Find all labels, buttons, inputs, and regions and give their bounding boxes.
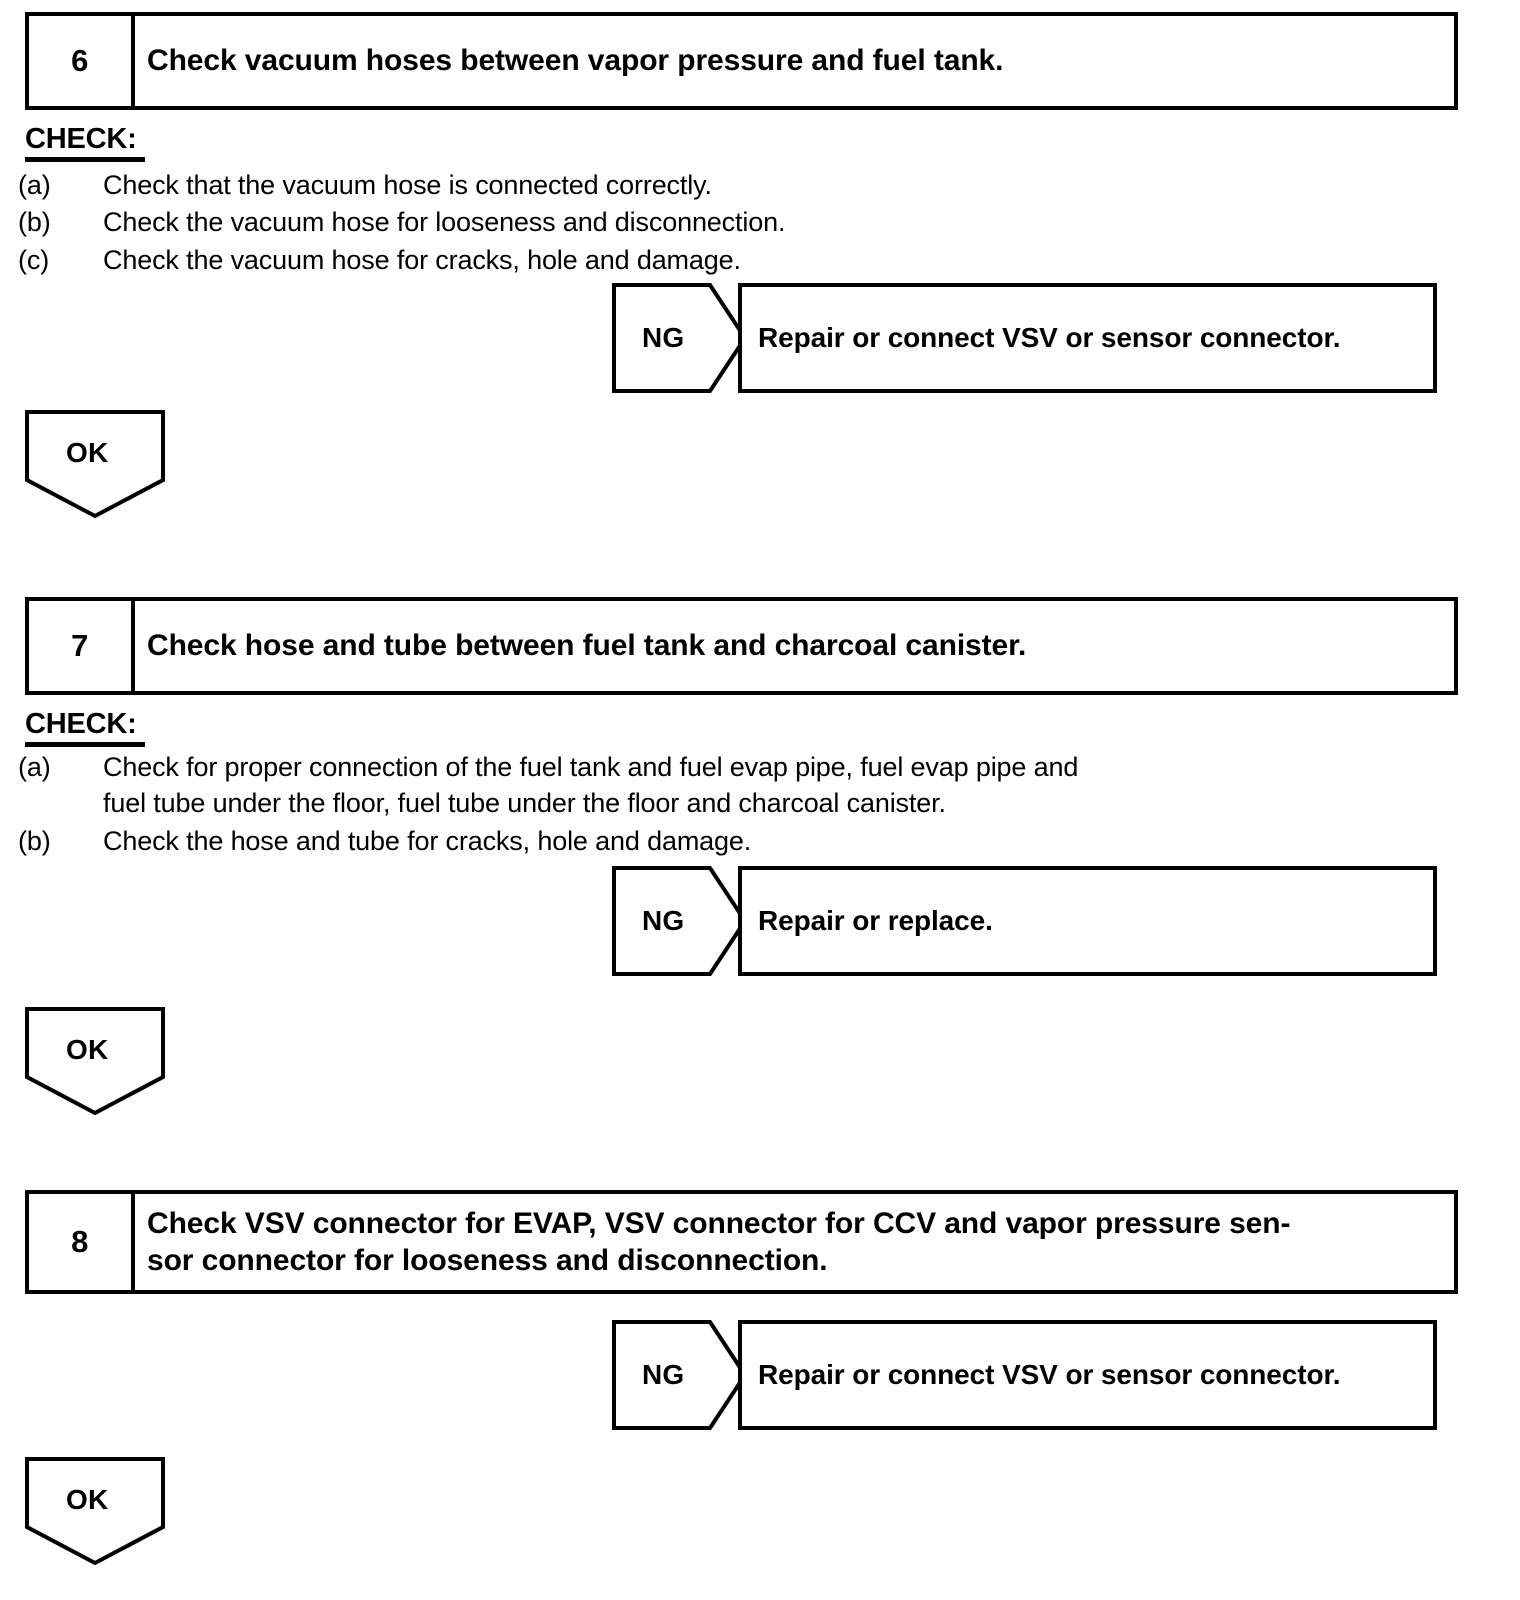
list-text: Check the vacuum hose for looseness and … — [103, 207, 786, 237]
step-box-6: 6 Check vacuum hoses between vapor press… — [25, 12, 1458, 110]
step-title-block: Check VSV connector for EVAP, VSV connec… — [147, 1205, 1290, 1279]
ok-label: OK — [66, 1484, 109, 1515]
list-text-line1: Check for proper connection of the fuel … — [103, 752, 1079, 782]
list-item: (a) Check for proper connection of the f… — [18, 750, 1078, 821]
ok-connector-8: OK — [25, 1457, 165, 1565]
list-item: (c) Check the vacuum hose for cracks, ho… — [18, 243, 741, 279]
ng-result-text: Repair or connect VSV or sensor connecto… — [758, 1359, 1341, 1390]
ng-connector-8: NG — [612, 1320, 747, 1430]
ng-pentagon-icon — [612, 866, 747, 976]
step-number: 8 — [29, 1194, 135, 1290]
check-heading-7: CHECK: — [25, 709, 145, 748]
ok-label: OK — [66, 1034, 109, 1065]
ok-connector-7: OK — [25, 1007, 165, 1115]
list-marker: (b) — [18, 826, 51, 856]
list-text: Check that the vacuum hose is connected … — [103, 170, 712, 200]
list-item: (b) Check the hose and tube for cracks, … — [18, 824, 751, 860]
ng-connector-6: NG — [612, 283, 747, 393]
step-title: Check vacuum hoses between vapor pressur… — [135, 16, 1454, 106]
ng-result-text: Repair or replace. — [758, 905, 993, 936]
step-number: 6 — [29, 16, 135, 106]
list-marker: (a) — [18, 170, 51, 200]
check-heading-6: CHECK: — [25, 124, 145, 163]
ok-pentagon-icon — [25, 1457, 165, 1565]
list-item: (b) Check the vacuum hose for looseness … — [18, 205, 785, 241]
step-box-7: 7 Check hose and tube between fuel tank … — [25, 597, 1458, 695]
list-marker: (b) — [18, 207, 51, 237]
step-title: Check VSV connector for EVAP, VSV connec… — [135, 1194, 1454, 1290]
step-title-line2: sor connector for looseness and disconne… — [147, 1244, 828, 1277]
ng-pentagon-icon — [612, 1320, 747, 1430]
list-marker: (c) — [18, 245, 50, 275]
ng-result-box-7: Repair or replace. — [738, 866, 1437, 976]
ng-result-box-6: Repair or connect VSV or sensor connecto… — [738, 283, 1437, 393]
list-text: Check the hose and tube for cracks, hole… — [103, 826, 752, 856]
ng-label: NG — [642, 322, 685, 353]
step-title-line1: Check hose and tube between fuel tank an… — [147, 629, 1027, 663]
ok-pentagon-icon — [25, 1007, 165, 1115]
list-text-line2: fuel tube under the floor, fuel tube und… — [103, 787, 946, 818]
list-marker: (a) — [18, 752, 51, 782]
ok-connector-6: OK — [25, 410, 165, 518]
list-item: (a) Check that the vacuum hose is connec… — [18, 168, 712, 204]
ng-result-box-8: Repair or connect VSV or sensor connecto… — [738, 1320, 1437, 1430]
ok-label: OK — [66, 437, 109, 468]
ng-pentagon-icon — [612, 283, 747, 393]
ng-label: NG — [642, 905, 685, 936]
ng-connector-7: NG — [612, 866, 747, 976]
list-text: Check the vacuum hose for cracks, hole a… — [103, 245, 741, 275]
list-text: Check for proper connection of the fuel … — [103, 750, 1078, 821]
ng-label: NG — [642, 1359, 685, 1390]
step-title-line1: Check VSV connector for EVAP, VSV connec… — [147, 1206, 1291, 1240]
step-box-8: 8 Check VSV connector for EVAP, VSV conn… — [25, 1190, 1458, 1294]
step-title-line1: Check vacuum hoses between vapor pressur… — [147, 44, 1004, 78]
step-title: Check hose and tube between fuel tank an… — [135, 601, 1454, 691]
step-number: 7 — [29, 601, 135, 691]
ng-result-text: Repair or connect VSV or sensor connecto… — [758, 322, 1341, 353]
ok-pentagon-icon — [25, 410, 165, 518]
